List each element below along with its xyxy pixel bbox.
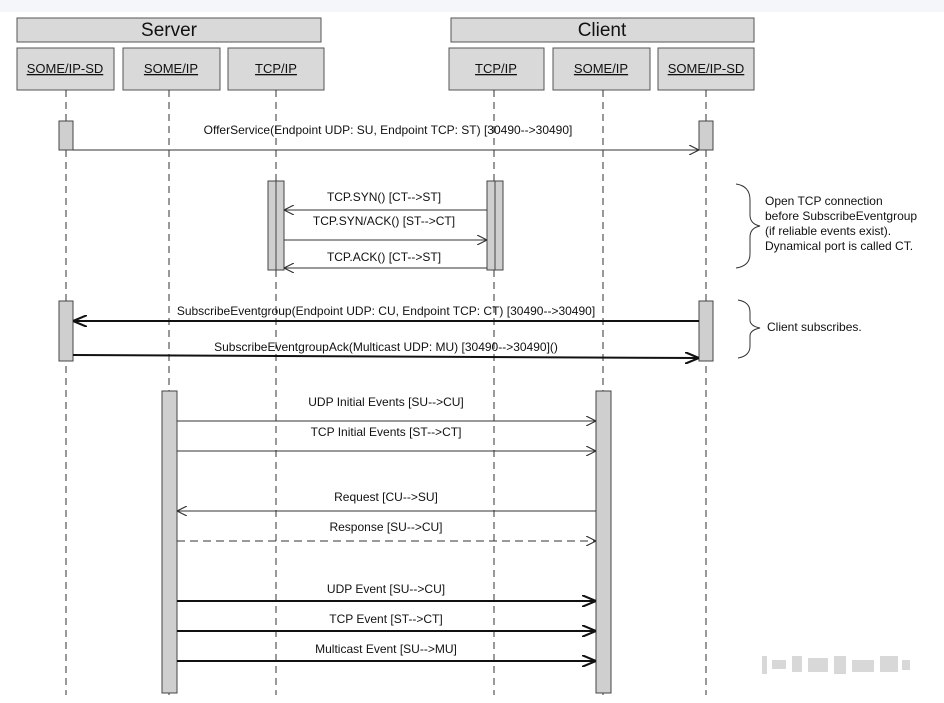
participant-client-tcpip: TCP/IP: [448, 47, 545, 91]
activation-server-sd-subscribe: [58, 300, 74, 362]
message-label: Request [CU-->SU]: [334, 490, 438, 504]
activation-client-sd-offer: [698, 120, 714, 151]
note-line: before SubscribeEventgroup: [765, 209, 917, 223]
message-label: TCP.ACK() [CT-->ST]: [327, 250, 441, 264]
participant-server-someip: SOME/IP: [122, 47, 221, 91]
note-client-subscribes: Client subscribes.: [737, 299, 862, 359]
participant-label: TCP/IP: [475, 61, 517, 76]
smudge-block: [808, 658, 828, 672]
smudge-block: [852, 660, 874, 672]
participant-label: TCP/IP: [255, 61, 297, 76]
client-group: Client: [450, 17, 755, 43]
message-arrow: [72, 355, 699, 358]
message-subscribe-eventgroup-ack: SubscribeEventgroupAck(Multicast UDP: MU…: [72, 340, 699, 358]
smudge-block: [792, 656, 802, 672]
message-label: SubscribeEventgroup(Endpoint UDP: CU, En…: [177, 304, 595, 318]
activation-server-someip: [161, 390, 178, 694]
message-label: Response [SU-->CU]: [329, 520, 442, 534]
message-label: TCP.SYN() [CT-->ST]: [327, 190, 441, 204]
note-line: Client subscribes.: [767, 320, 862, 334]
message-label: TCP.SYN/ACK() [ST-->CT]: [313, 214, 455, 228]
server-group-label: Server: [141, 20, 198, 41]
participant-label: SOME/IP-SD: [27, 61, 104, 76]
participant-client-sd: SOME/IP-SD: [657, 47, 755, 91]
message-label: OfferService(Endpoint UDP: SU, Endpoint …: [204, 123, 573, 137]
participant-label: SOME/IP: [144, 61, 198, 76]
server-group-box: [16, 17, 322, 43]
participant-server-sd: SOME/IP-SD: [16, 47, 115, 91]
smudge-block: [772, 660, 786, 669]
participant-server-tcpip: TCP/IP: [227, 47, 325, 91]
message-udp-initial-events: UDP Initial Events [SU-->CU]: [177, 395, 596, 421]
message-offer-service: OfferService(Endpoint UDP: SU, Endpoint …: [73, 123, 699, 150]
smudge-block: [834, 656, 846, 674]
participant-box: [657, 47, 755, 91]
participant-box: [448, 47, 545, 91]
message-subscribe-eventgroup: SubscribeEventgroup(Endpoint UDP: CU, En…: [73, 304, 699, 321]
brace: [737, 299, 761, 359]
client-group-box: [450, 17, 755, 43]
message-label: UDP Initial Events [SU-->CU]: [308, 395, 464, 409]
message-response: Response [SU-->CU]: [177, 520, 596, 541]
participant-label: SOME/IP: [574, 61, 628, 76]
message-label: TCP Initial Events [ST-->CT]: [311, 425, 462, 439]
participant-box: [122, 47, 221, 91]
participant-box: [16, 47, 115, 91]
activation-client-someip: [595, 390, 612, 694]
message-tcp-initial-events: TCP Initial Events [ST-->CT]: [177, 425, 596, 451]
top-strip: [0, 0, 944, 12]
message-label: Multicast Event [SU-->MU]: [315, 642, 457, 656]
activation-client-tcpip: [486, 180, 504, 271]
message-label: UDP Event [SU-->CU]: [327, 582, 445, 596]
message-tcp-ack: TCP.ACK() [CT-->ST]: [284, 250, 487, 268]
message-multicast-event: Multicast Event [SU-->MU]: [177, 642, 596, 661]
watermark-smudge: [762, 656, 910, 674]
message-request: Request [CU-->SU]: [177, 490, 596, 511]
note-open-tcp: Open TCP connection before SubscribeEven…: [735, 183, 917, 269]
smudge-block: [762, 656, 767, 674]
participant-client-someip: SOME/IP: [552, 47, 651, 91]
participant-box: [552, 47, 651, 91]
brace: [735, 183, 761, 269]
message-label: TCP Event [ST-->CT]: [329, 612, 442, 626]
smudge-block: [902, 660, 910, 670]
note-line: Dynamical port is called CT.: [765, 239, 913, 253]
smudge-block: [880, 656, 898, 672]
client-group-label: Client: [578, 20, 627, 41]
message-tcp-syn: TCP.SYN() [CT-->ST]: [284, 190, 487, 210]
message-label: SubscribeEventgroupAck(Multicast UDP: MU…: [214, 340, 558, 354]
participant-label: SOME/IP-SD: [668, 61, 745, 76]
activation-client-sd-subscribe: [698, 300, 714, 362]
message-tcp-synack: TCP.SYN/ACK() [ST-->CT]: [284, 214, 487, 240]
message-tcp-event: TCP Event [ST-->CT]: [177, 612, 596, 631]
message-udp-event: UDP Event [SU-->CU]: [177, 582, 596, 601]
note-line: (if reliable events exist).: [765, 224, 891, 238]
note-line: Open TCP connection: [765, 194, 883, 208]
activation-server-sd-offer: [58, 120, 74, 151]
activation-server-tcpip: [267, 180, 285, 271]
server-group: Server: [16, 17, 322, 43]
